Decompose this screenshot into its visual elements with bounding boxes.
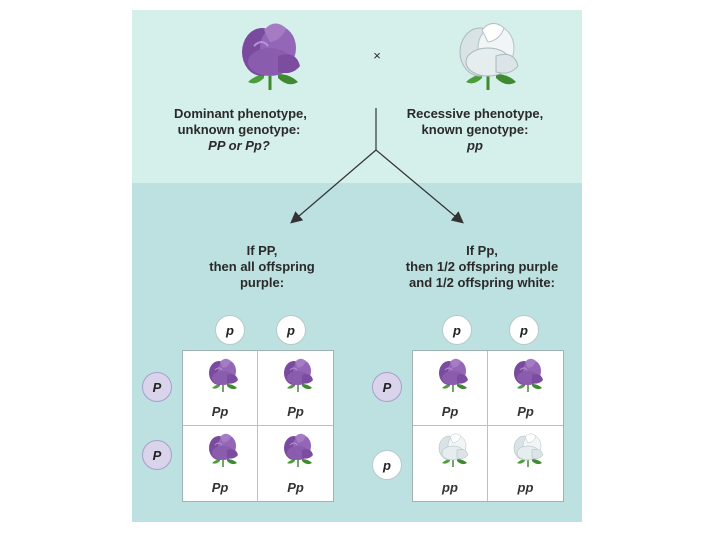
dominant-label-line1: Dominant phenotype, — [174, 106, 307, 121]
dominant-label-line2: unknown genotype: — [177, 122, 301, 137]
right-cell-2: Pp — [488, 351, 563, 426]
testcross-figure: × Dominant phenotype, unknown genotype: … — [132, 10, 582, 522]
recessive-label-line3: pp — [467, 138, 483, 153]
right-case-line3: and 1/2 offspring white: — [409, 275, 555, 290]
left-row-allele-1: P — [142, 372, 172, 402]
right-col-allele-1: p — [442, 315, 472, 345]
right-cell-4: pp — [488, 426, 563, 501]
purple-flower-icon — [513, 357, 544, 393]
right-cell-2-genotype: Pp — [517, 404, 534, 419]
purple-flower-icon — [283, 357, 314, 393]
right-cell-1: Pp — [413, 351, 488, 426]
left-case-line2: then all offspring — [209, 259, 315, 274]
right-cell-1-genotype: Pp — [441, 404, 459, 419]
white-flower-icon — [438, 432, 469, 468]
purple-flower-icon — [208, 432, 239, 468]
white-flower-icon — [513, 432, 544, 468]
left-col-allele-2: p — [276, 315, 306, 345]
left-cell-4: Pp — [258, 426, 333, 501]
left-cell-2: Pp — [258, 351, 333, 426]
right-case-line1: If Pp, — [466, 243, 498, 258]
arrow-to-right-case — [375, 149, 464, 224]
right-cell-4-genotype: pp — [517, 480, 534, 495]
cross-arrows — [290, 108, 464, 224]
arrow-to-left-case — [290, 149, 377, 224]
right-case-line2: then 1/2 offspring purple — [405, 259, 559, 274]
right-case-heading: If Pp, then 1/2 offspring purple and 1/2… — [402, 243, 562, 291]
recessive-label-line2: known genotype: — [421, 122, 529, 137]
right-punnett-square: Pp Pp pp pp — [412, 350, 564, 502]
left-col-allele-1: p — [215, 315, 245, 345]
left-cell-1: Pp — [183, 351, 258, 426]
left-cell-3-genotype: Pp — [211, 480, 229, 495]
left-cell-4-genotype: Pp — [287, 480, 304, 495]
right-col-allele-2: p — [509, 315, 539, 345]
purple-flower-icon — [283, 432, 314, 468]
left-punnett-square: Pp Pp Pp Pp — [182, 350, 334, 502]
right-cell-3-genotype: pp — [442, 480, 458, 495]
cross-symbol: × — [373, 48, 381, 63]
left-case-line3: purple: — [239, 275, 285, 290]
recessive-parent-label: Recessive phenotype, known genotype: pp — [402, 106, 548, 154]
dominant-parent-label: Dominant phenotype, unknown genotype: PP… — [174, 106, 307, 154]
left-cell-2-genotype: Pp — [287, 404, 304, 419]
dominant-label-line3: PP or Pp? — [208, 138, 270, 153]
left-row-allele-2: P — [142, 440, 172, 470]
right-cell-3: pp — [413, 426, 488, 501]
left-cell-3: Pp — [183, 426, 258, 501]
right-row-allele-2: p — [372, 450, 402, 480]
left-case-heading: If PP, then all offspring purple: — [192, 243, 332, 291]
purple-flower-icon — [438, 357, 469, 393]
right-row-allele-1: P — [372, 372, 402, 402]
left-case-line1: If PP, — [246, 243, 278, 258]
recessive-label-line1: Recessive phenotype, — [406, 106, 544, 121]
left-cell-1-genotype: Pp — [211, 404, 229, 419]
purple-flower-icon — [208, 357, 239, 393]
